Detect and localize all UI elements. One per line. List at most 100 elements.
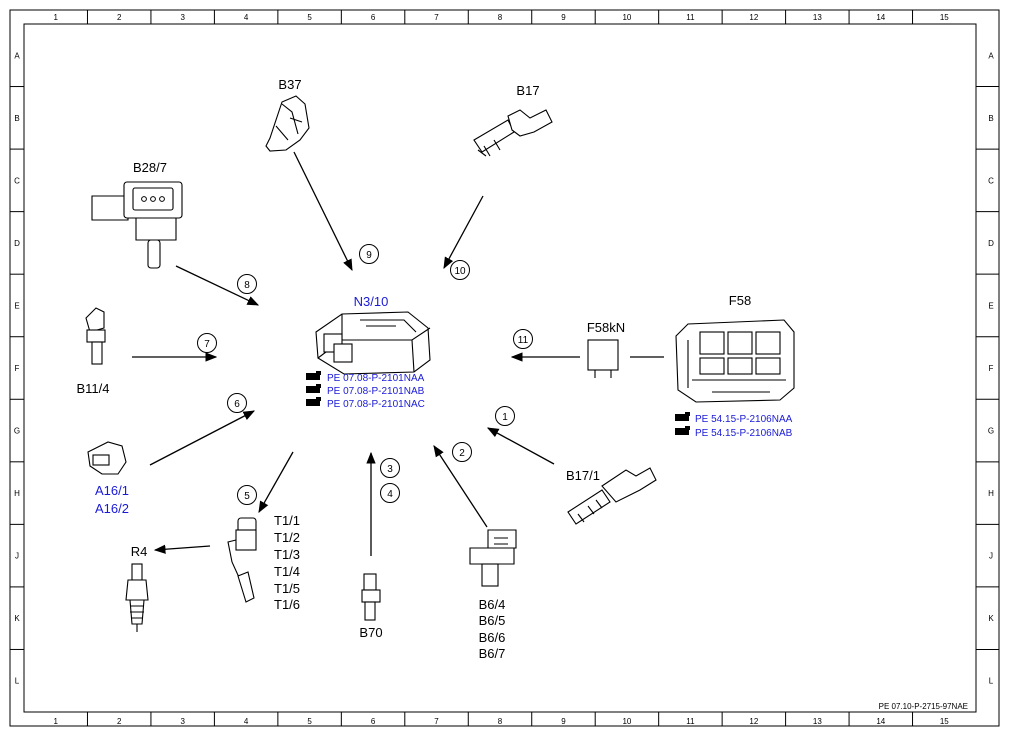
part-b11-4-drawing xyxy=(85,307,106,365)
callout-4: 4 xyxy=(380,483,400,503)
arrow-b17 xyxy=(443,195,484,270)
arrow-b17-1 xyxy=(486,427,555,465)
drawing-code: PE 07.10-P-2715-97NAE xyxy=(879,702,968,711)
ref-link-f58-naa[interactable]: PE 54.15-P-2106NAA xyxy=(695,414,793,425)
label-b6-4: B6/4 xyxy=(479,597,506,612)
grid-col-label-top: 3 xyxy=(180,13,185,22)
label-b6-6: B6/6 xyxy=(479,630,506,645)
label-t1-2: T1/2 xyxy=(274,530,300,545)
grid-col-label-bottom: 1 xyxy=(54,717,59,726)
grid-row-label-right: K xyxy=(988,614,994,623)
svg-text:7: 7 xyxy=(204,339,210,350)
svg-text:6: 6 xyxy=(234,399,240,410)
svg-text:8: 8 xyxy=(244,280,250,291)
svg-text:2: 2 xyxy=(459,448,465,459)
grid-col-label-top: 5 xyxy=(307,13,312,22)
grid-row-label-left: F xyxy=(15,364,20,373)
svg-text:9: 9 xyxy=(366,250,372,261)
grid-row-label-right: G xyxy=(988,427,994,436)
grid-col-label-bottom: 3 xyxy=(180,717,185,726)
part-r4-drawing xyxy=(125,563,149,632)
reference-icon xyxy=(306,371,321,380)
label-t1-4: T1/4 xyxy=(274,564,300,579)
svg-text:5: 5 xyxy=(244,491,250,502)
callout-9: 9 xyxy=(359,244,379,264)
label-t1-6: T1/6 xyxy=(274,597,300,612)
f58-reference-list: PE 54.15-P-2106NAA PE 54.15-P-2106NAB xyxy=(675,412,793,439)
label-b17-1: B17/1 xyxy=(566,468,600,483)
part-b17-drawing xyxy=(473,109,553,157)
label-t1-3: T1/3 xyxy=(274,547,300,562)
callout-2: 2 xyxy=(452,442,472,462)
grid-row-label-right: C xyxy=(988,176,994,185)
grid-row-label-left: K xyxy=(14,614,20,623)
label-t1-1: T1/1 xyxy=(274,513,300,528)
label-r4: R4 xyxy=(131,544,148,559)
arrow-t1 xyxy=(258,451,294,514)
grid-row-label-right: D xyxy=(988,239,994,248)
grid-row-label-right: H xyxy=(988,489,994,498)
label-a16-2[interactable]: A16/2 xyxy=(95,501,129,516)
grid-row-label-right: J xyxy=(989,552,993,561)
grid-row-label-right: L xyxy=(989,677,994,686)
grid-row-label-left: D xyxy=(14,239,20,248)
grid-row-label-right: E xyxy=(988,301,993,310)
part-b6-drawing xyxy=(469,529,517,587)
sheet-frame xyxy=(9,9,1000,727)
part-b37-drawing xyxy=(265,95,310,152)
callout-1: 1 xyxy=(495,406,515,426)
grid-col-label-top: 6 xyxy=(371,13,376,22)
label-f58: F58 xyxy=(729,293,751,308)
ref-link-f58-nab[interactable]: PE 54.15-P-2106NAB xyxy=(695,428,793,439)
grid-col-label-bottom: 6 xyxy=(371,717,376,726)
part-t1-drawing xyxy=(227,517,257,603)
grid-col-label-bottom: 4 xyxy=(244,717,249,726)
grid-col-label-bottom: 12 xyxy=(749,717,758,726)
part-f58kn-relay-drawing xyxy=(587,339,619,378)
label-b70: B70 xyxy=(359,625,382,640)
arrow-b6 xyxy=(433,445,488,528)
part-f58-fusebox-drawing xyxy=(675,319,795,403)
grid-col-label-top: 13 xyxy=(813,13,822,22)
grid-col-label-bottom: 5 xyxy=(307,717,312,726)
callout-7: 7 xyxy=(197,333,217,353)
grid-col-label-bottom: 15 xyxy=(940,717,949,726)
arrow-b37 xyxy=(293,151,353,272)
callout-5: 5 xyxy=(237,485,257,505)
ref-link-n3-10-nac[interactable]: PE 07.08-P-2101NAC xyxy=(327,399,425,410)
grid-row-label-right: A xyxy=(988,51,994,60)
label-b37: B37 xyxy=(278,77,301,92)
label-t1-5: T1/5 xyxy=(274,581,300,596)
svg-text:11: 11 xyxy=(518,335,529,346)
reference-icon xyxy=(306,384,321,393)
callout-circles: 1 2 3 4 5 6 7 8 9 10 11 xyxy=(197,244,533,505)
grid-row-label-right: F xyxy=(989,364,994,373)
grid-row-label-left: B xyxy=(14,114,19,123)
grid-col-label-bottom: 13 xyxy=(813,717,822,726)
arrow-r4 xyxy=(153,544,211,554)
grid-row-label-left: C xyxy=(14,176,20,185)
arrow-b28-7 xyxy=(175,265,260,306)
svg-text:4: 4 xyxy=(387,489,393,500)
grid-col-label-top: 7 xyxy=(434,13,439,22)
part-b70-drawing xyxy=(361,573,381,621)
grid-row-label-left: J xyxy=(15,552,19,561)
label-f58kn: F58kN xyxy=(587,320,625,335)
arrow-a16 xyxy=(149,410,256,466)
grid-col-label-top: 15 xyxy=(940,13,949,22)
grid-column-labels: 1122334455667788991010111112121313141415… xyxy=(54,13,950,726)
callout-10: 10 xyxy=(450,260,470,280)
label-a16-1[interactable]: A16/1 xyxy=(95,483,129,498)
grid-row-label-left: G xyxy=(14,427,20,436)
grid-col-label-top: 10 xyxy=(622,13,631,22)
ref-link-n3-10-naa[interactable]: PE 07.08-P-2101NAA xyxy=(327,373,425,384)
part-a16-drawing xyxy=(87,441,127,475)
ref-link-n3-10-nab[interactable]: PE 07.08-P-2101NAB xyxy=(327,386,425,397)
callout-6: 6 xyxy=(227,393,247,413)
grid-col-label-top: 4 xyxy=(244,13,249,22)
grid-col-label-top: 14 xyxy=(876,13,885,22)
grid-row-label-left: H xyxy=(14,489,20,498)
grid-col-label-top: 1 xyxy=(54,13,59,22)
grid-col-label-top: 11 xyxy=(686,13,695,22)
label-n3-10[interactable]: N3/10 xyxy=(354,294,389,309)
